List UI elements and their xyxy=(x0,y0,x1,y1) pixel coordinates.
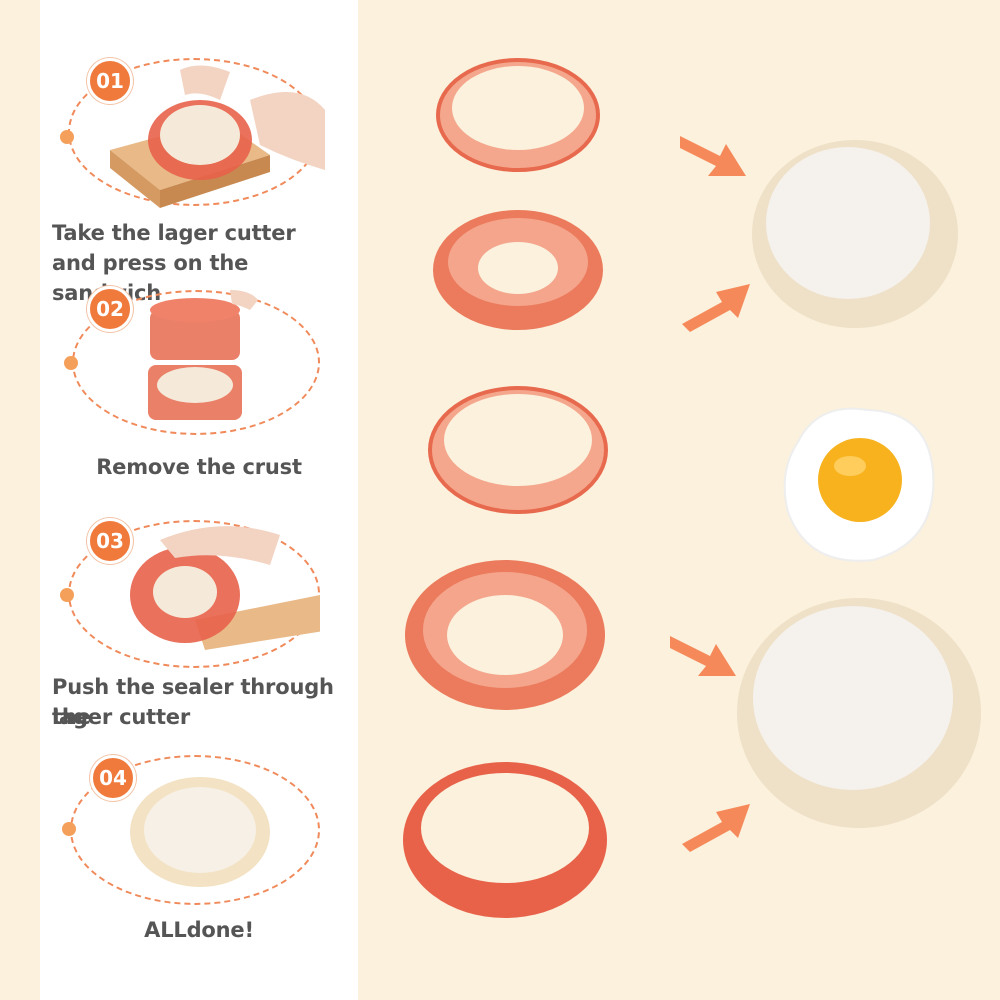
step-1-caption-line-1: Take the lager cutter xyxy=(52,221,296,245)
cutter-part-outer-ring xyxy=(436,58,600,172)
cutter-parts-column xyxy=(403,58,608,918)
cutter-part-press-plate xyxy=(433,210,603,330)
cutter-part-scalloped-plate xyxy=(405,560,605,710)
arrow-icon xyxy=(680,136,746,176)
step-2-caption: Remove the crust xyxy=(96,455,302,479)
step-3-badge: 03 xyxy=(87,518,133,564)
arrow-icon xyxy=(682,284,750,332)
step-4-dot xyxy=(62,822,76,836)
step-1-dot xyxy=(60,130,74,144)
arrow-icon xyxy=(682,804,750,852)
cutter-part-scalloped-ring xyxy=(403,762,607,918)
arrow-icon xyxy=(670,636,736,676)
fried-egg-image xyxy=(783,407,935,562)
step-3-caption-line-2: lager cutter xyxy=(52,705,190,729)
step-3-illustration xyxy=(130,526,320,650)
step-4-sandwich-illustration xyxy=(130,777,270,887)
instructions-panel: 01 Take the lager cutter and press on th… xyxy=(40,0,358,1000)
step-1-illustration xyxy=(110,65,325,208)
step-2-illustration xyxy=(148,290,258,420)
step-4-caption: ALLdone! xyxy=(144,918,254,942)
step-4-badge: 04 xyxy=(90,755,136,801)
sandwich-top-image xyxy=(752,140,958,328)
step-3-caption-line-1: Push the sealer through the xyxy=(52,675,334,729)
sandwich-bottom-image xyxy=(737,598,981,828)
step-2-badge: 02 xyxy=(87,286,133,332)
step-1-caption-line-2: and press on the sandwich xyxy=(52,251,249,305)
step-1-badge: 01 xyxy=(87,58,133,104)
cutter-part-sealer-ring xyxy=(428,386,608,514)
step-3-dot xyxy=(60,588,74,602)
step-2-dot xyxy=(64,356,78,370)
